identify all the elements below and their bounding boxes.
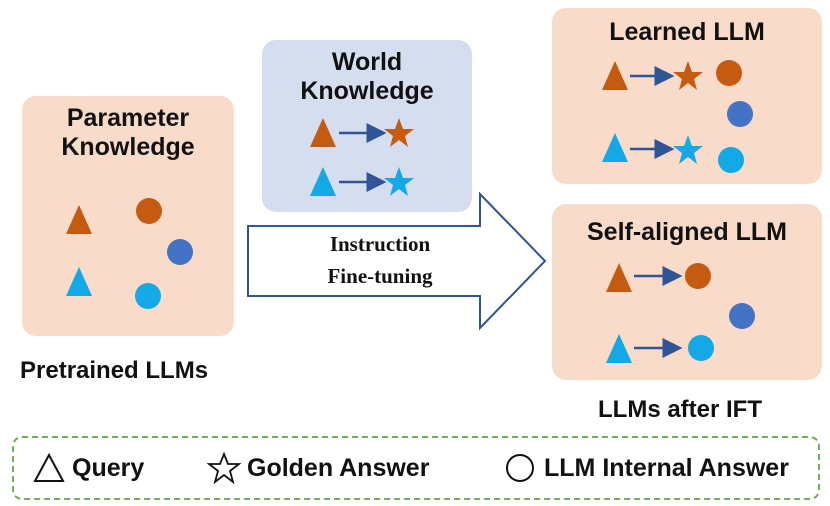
internal-answer-circle-cyan <box>688 335 714 361</box>
legend-internal-answer-label: LLM Internal Answer <box>544 453 789 482</box>
triangle-outline-icon <box>33 452 65 482</box>
query-triangle-cyan <box>606 334 632 363</box>
legend-query-label: Query <box>72 453 145 482</box>
llms-after-ift-caption: LLMs after IFT <box>598 396 763 423</box>
legend: Query Golden Answer LLM Internal Answer <box>12 436 820 500</box>
golden-answer-star-orange <box>384 118 414 147</box>
legend-query: Query <box>32 438 144 498</box>
internal-answer-circle-orange <box>716 60 742 86</box>
query-triangle-orange <box>310 118 336 147</box>
instruction-fine-tuning-arrow <box>247 191 547 331</box>
star-outline-icon <box>207 452 241 484</box>
pretrained-llms-caption: Pretrained LLMs <box>20 357 209 384</box>
internal-answer-circle-orange <box>136 198 162 224</box>
internal-answer-circle-indigo <box>167 239 193 265</box>
legend-internal-answer: LLM Internal Answer <box>504 438 789 498</box>
query-triangle-cyan <box>66 267 92 296</box>
parameter-knowledge-box: Parameter Knowledge <box>22 96 234 336</box>
parameter-knowledge-title: Parameter Knowledge <box>61 104 195 161</box>
query-triangle-orange <box>606 263 632 292</box>
internal-answer-circle-cyan <box>135 283 161 309</box>
learned-llm-title: Learned LLM <box>609 18 765 46</box>
instruction-fine-tuning-label: Instruction Fine-tuning <box>327 232 433 288</box>
golden-answer-star-cyan <box>384 167 414 196</box>
legend-golden-answer: Golden Answer <box>207 438 429 498</box>
golden-answer-star-cyan <box>673 135 703 164</box>
query-triangle-orange <box>66 205 92 234</box>
legend-golden-answer-label: Golden Answer <box>247 453 430 482</box>
query-triangle-orange <box>602 61 628 90</box>
world-knowledge-title: World Knowledge <box>300 48 434 105</box>
internal-answer-circle-indigo <box>727 101 753 127</box>
golden-answer-star-orange <box>673 61 703 90</box>
self-aligned-llm-title: Self-aligned LLM <box>587 218 787 246</box>
internal-answer-circle-indigo <box>729 303 755 329</box>
self-aligned-llm-box: Self-aligned LLM <box>552 204 822 380</box>
internal-answer-circle-cyan <box>718 147 744 173</box>
internal-answer-circle-orange <box>685 263 711 289</box>
query-triangle-cyan <box>310 167 336 196</box>
query-triangle-cyan <box>602 133 628 162</box>
circle-outline-icon <box>506 454 534 482</box>
